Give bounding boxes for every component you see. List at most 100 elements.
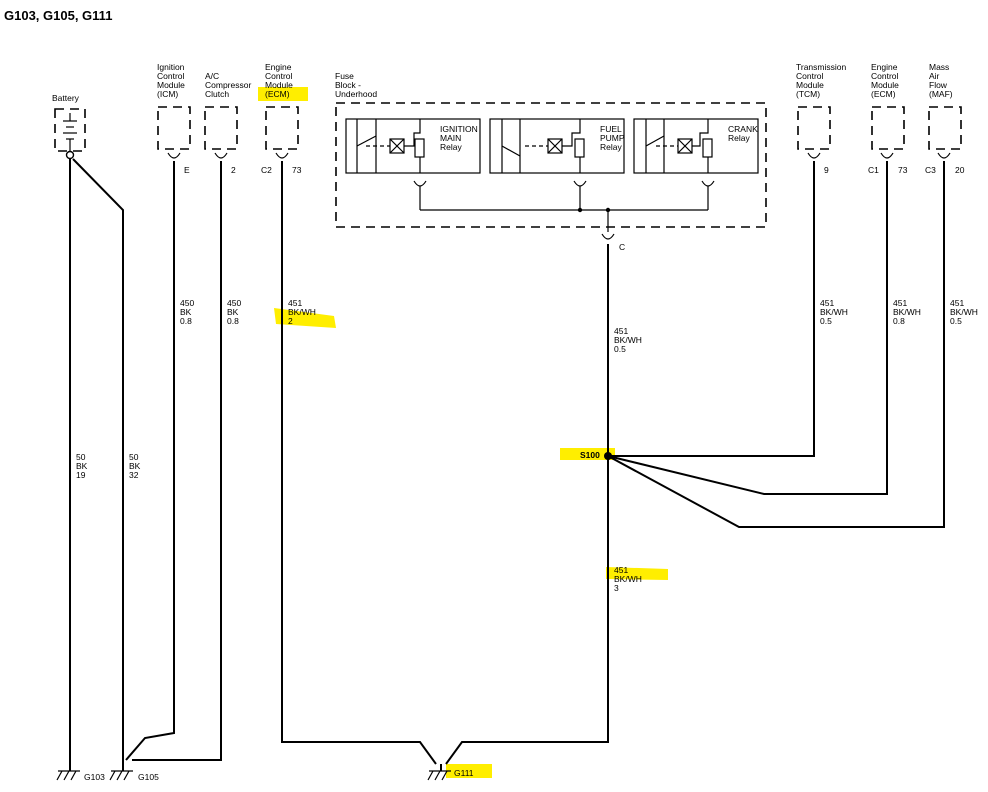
wire-label-bat1: 50 BK 19 [76,452,88,480]
svg-text:0.8: 0.8 [180,316,192,326]
wire-icm-ac [125,161,222,761]
ecm1-label-4: (ECM) [265,89,290,99]
ground-g111-label: G111 [454,768,474,778]
svg-text:451: 451 [614,565,628,575]
svg-text:BK/WH: BK/WH [950,307,978,317]
icm-label-1: Ignition [157,62,185,72]
highlight-ecm [258,87,308,101]
highlight-s100-wire [606,567,668,580]
tcm-label-3: Module [796,80,824,90]
ecm2-label-2: Control [871,71,899,81]
svg-text:450: 450 [180,298,194,308]
ecm-left-component: Engine Control Module (ECM) C2 73 [261,62,302,175]
relay-ign-line-2: MAIN [440,133,461,143]
wire-label-ecm1: 451 BK/WH 2 [288,298,316,326]
wire-label-ecm2: 451 BK/WH 0.8 [893,298,921,326]
relay-fuel-line-2: PUMP [600,133,625,143]
battery-symbol [54,108,86,160]
maf-connector: C3 [925,165,936,175]
ac-label-1: A/C [205,71,219,81]
svg-text:450: 450 [227,298,241,308]
svg-text:0.5: 0.5 [614,344,626,354]
svg-text:50: 50 [76,452,86,462]
splice-s100-label: S100 [580,450,600,460]
page-title: G103, G105, G111 [4,8,112,23]
icm-label-2: Control [157,71,185,81]
ignition-main-relay: IGNITION MAIN Relay [345,118,481,187]
relay-ign-line-3: Relay [440,142,462,152]
svg-text:0.8: 0.8 [893,316,905,326]
svg-text:BK: BK [227,307,239,317]
highlight-s100 [560,448,615,460]
tcm-pin: 9 [824,165,829,175]
svg-text:BK/WH: BK/WH [614,335,642,345]
svg-text:BK/WH: BK/WH [893,307,921,317]
fuse-block: Fuse Block - Underhood [335,71,767,228]
ac-clutch-component: A/C Compressor Clutch 2 [204,71,251,175]
ground-g105-label: G105 [138,772,159,782]
fuse-block-bus: C [419,186,709,252]
tcm-label-1: Transmission [796,62,846,72]
svg-text:BK/WH: BK/WH [820,307,848,317]
maf-label-2: Air [929,71,940,81]
ground-g103-label: G103 [84,772,105,782]
icm-component: Ignition Control Module (ICM) E [157,62,191,175]
svg-text:BK/WH: BK/WH [288,307,316,317]
splice-s100-dot [604,452,612,460]
ground-g105-icon [109,770,133,781]
ground-g103-icon [56,770,80,781]
maf-pin: 20 [955,165,965,175]
fuse-label-3: Underhood [335,89,377,99]
tcm-component: Transmission Control Module (TCM) 9 [796,62,846,175]
maf-component: Mass Air Flow (MAF) C3 20 [925,62,965,175]
svg-text:19: 19 [76,470,86,480]
relay-crank-line-2: Relay [728,133,750,143]
wire-fuse-to-g111 [445,244,609,765]
svg-text:3: 3 [614,583,619,593]
wire-ecm1-to-g111 [281,161,437,765]
ac-pin: 2 [231,165,236,175]
svg-text:2: 2 [288,316,293,326]
svg-text:451: 451 [893,298,907,308]
highlight-ecm-wire [274,308,336,328]
relay-fuel-line-3: Relay [600,142,622,152]
tcm-label-2: Control [796,71,824,81]
ecm-right-component: Engine Control Module (ECM) C1 73 [868,62,908,175]
svg-text:BK: BK [76,461,88,471]
tcm-label-4: (TCM) [796,89,820,99]
svg-text:BK: BK [180,307,192,317]
ecm2-label-1: Engine [871,62,898,72]
svg-text:BK/WH: BK/WH [614,574,642,584]
icm-label-3: Module [157,80,185,90]
ecm2-label-4: (ECM) [871,89,896,99]
wire-label-ac: 450 BK 0.8 [227,298,241,326]
ecm1-connector: C2 [261,165,272,175]
fuel-pump-relay: FUEL PUMP Relay [489,118,625,187]
relay-crank-line-1: CRANK [728,124,758,134]
ecm1-label-3: Module [265,80,293,90]
ecm1-pin: 73 [292,165,302,175]
ecm2-label-3: Module [871,80,899,90]
wire-label-s100: 451 BK/WH 3 [614,565,642,593]
svg-text:32: 32 [129,470,139,480]
svg-text:451: 451 [950,298,964,308]
wire-label-maf: 451 BK/WH 0.5 [950,298,978,326]
ecm1-label-2: Control [265,71,293,81]
svg-text:0.5: 0.5 [950,316,962,326]
wire-label-tcm: 451 BK/WH 0.5 [820,298,848,326]
wire-label-icm: 450 BK 0.8 [180,298,194,326]
ecm2-connector: C1 [868,165,879,175]
wire-label-fuse: 451 BK/WH 0.5 [614,326,642,354]
fuse-pin: C [619,242,625,252]
icm-label-4: (ICM) [157,89,178,99]
svg-text:50: 50 [129,452,139,462]
ground-g111-icon [427,764,451,781]
svg-text:0.8: 0.8 [227,316,239,326]
relay-fuel-line-1: FUEL [600,124,622,134]
fuse-label-2: Block - [335,80,361,90]
ecm1-label-1: Engine [265,62,292,72]
svg-text:BK: BK [129,461,141,471]
relay-ign-line-1: IGNITION [440,124,478,134]
svg-text:451: 451 [820,298,834,308]
